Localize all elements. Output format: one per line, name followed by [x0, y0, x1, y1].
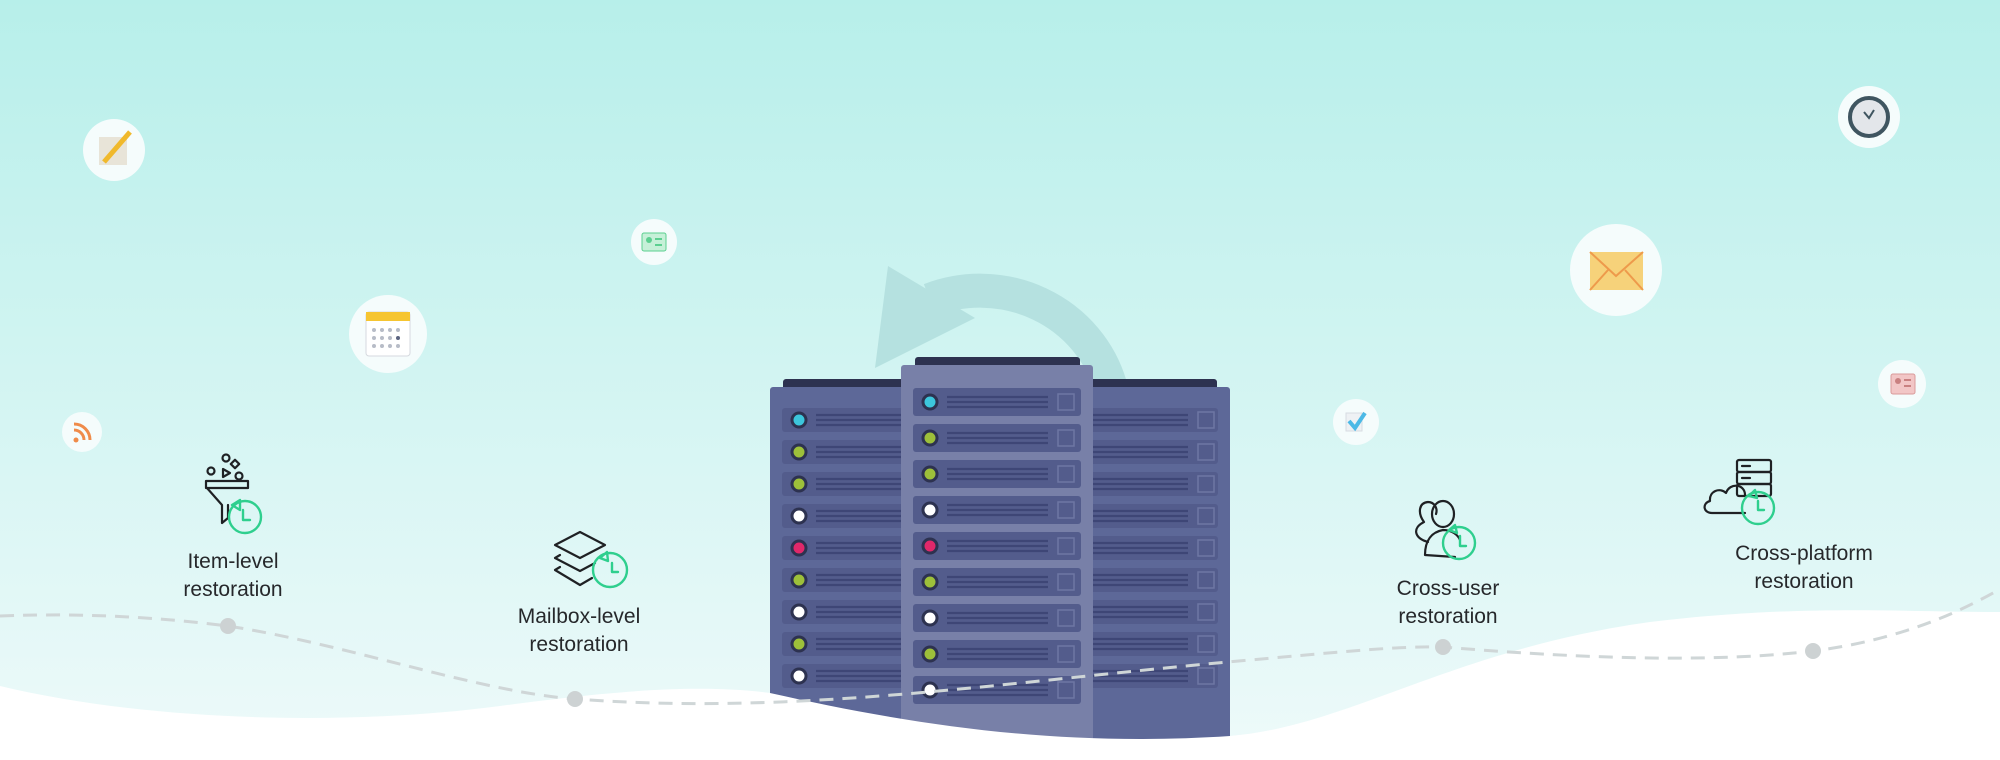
feature-label-line2: restoration: [1398, 605, 1497, 628]
calendar-icon: [349, 295, 427, 373]
timeline-dot: [1435, 639, 1451, 655]
envelope-icon: [1570, 224, 1662, 316]
feature-label-line1: Cross-platform: [1735, 542, 1873, 565]
status-led: [921, 573, 939, 591]
feature-cross-user: Cross-user restoration: [1397, 499, 1500, 628]
wave: [0, 610, 2000, 760]
server-slot: [913, 568, 1081, 596]
status-led: [790, 507, 808, 525]
status-led: [790, 411, 808, 429]
timeline-dot: [220, 618, 236, 634]
status-led: [921, 429, 939, 447]
status-led: [921, 645, 939, 663]
status-led: [790, 443, 808, 461]
status-led: [790, 603, 808, 621]
cloud-server-restore-icon: [1703, 458, 1776, 526]
server-slot: [913, 496, 1081, 524]
status-led: [790, 635, 808, 653]
layers-restore-icon: [553, 530, 629, 589]
checkbox-icon: [1333, 399, 1379, 445]
rss-icon: [62, 412, 102, 452]
server-slot: [913, 460, 1081, 488]
timeline-dot: [567, 691, 583, 707]
server-slot: [913, 604, 1081, 632]
server-slot: [913, 532, 1081, 560]
status-led: [790, 539, 808, 557]
feature-label-line2: restoration: [183, 578, 282, 601]
feature-label-line2: restoration: [529, 633, 628, 656]
server-slot: [913, 676, 1081, 704]
server-slot: [913, 388, 1081, 416]
status-led: [921, 609, 939, 627]
feature-label-line1: Item-level: [187, 550, 278, 573]
server-slot: [913, 424, 1081, 452]
status-led: [790, 475, 808, 493]
feature-label-line1: Mailbox-level: [518, 605, 641, 628]
clock-icon: [1838, 86, 1900, 148]
timeline-dot: [1805, 643, 1821, 659]
timeline-path: [0, 587, 2000, 706]
status-led: [790, 571, 808, 589]
pencil-icon: [83, 119, 145, 181]
status-led: [921, 393, 939, 411]
feature-mailbox-level: Mailbox-level restoration: [518, 530, 641, 656]
funnel-restore-icon: [204, 453, 263, 535]
feature-cross-platform: Cross-platform restoration: [1703, 458, 1873, 593]
server-illustration: [770, 357, 1230, 755]
contact-card-icon: [631, 219, 677, 265]
status-led: [921, 465, 939, 483]
status-led: [790, 667, 808, 685]
feature-label-line2: restoration: [1754, 570, 1853, 593]
feature-item-level: Item-level restoration: [183, 453, 283, 601]
restore-arrow-icon: [875, 266, 1127, 391]
address-card-icon: [1878, 360, 1926, 408]
feature-label-line1: Cross-user: [1397, 577, 1500, 600]
status-led: [921, 501, 939, 519]
users-restore-icon: [1415, 499, 1477, 561]
server-slot: [913, 640, 1081, 668]
status-led: [921, 537, 939, 555]
